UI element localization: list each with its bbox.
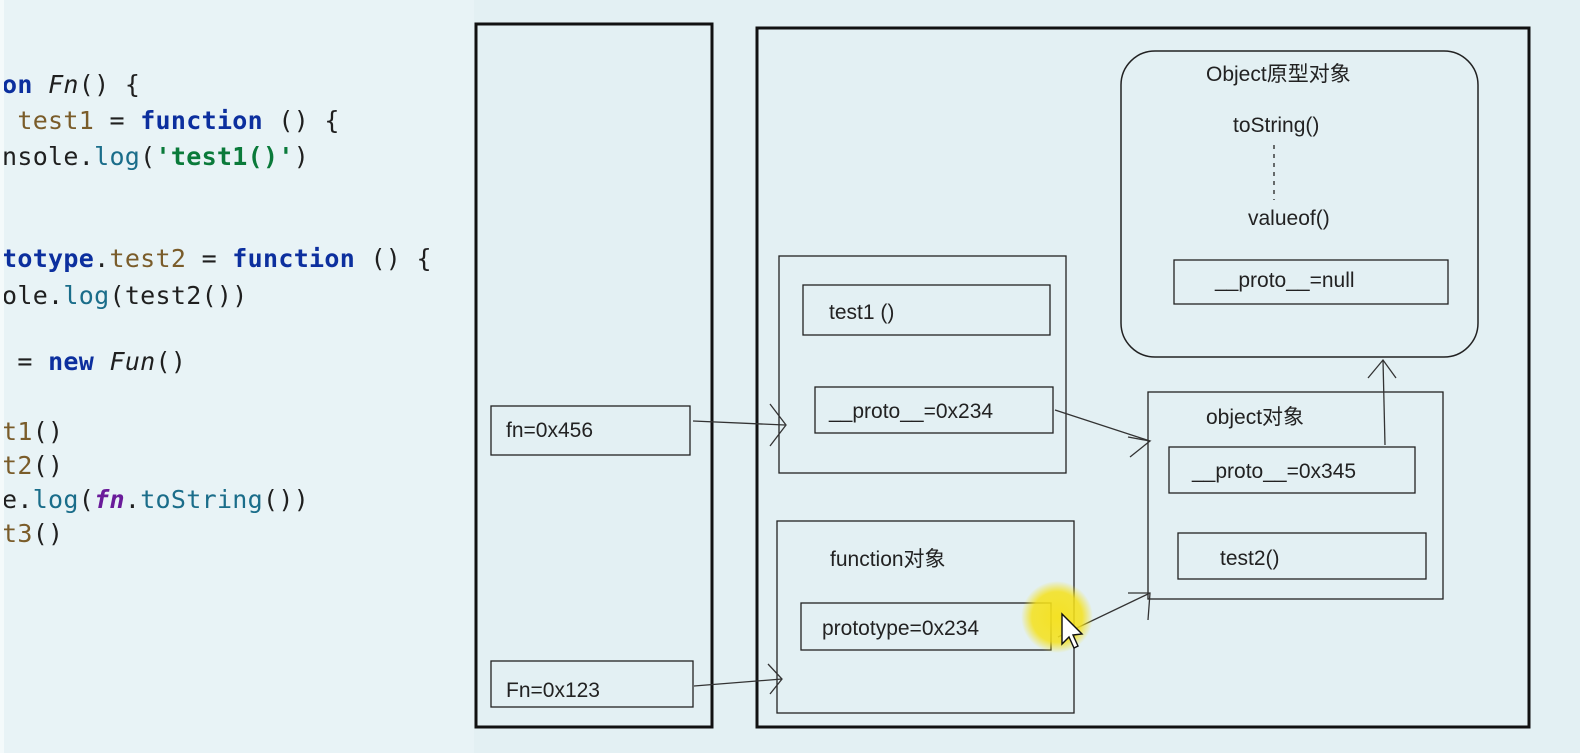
arrow-fn-to-instance (692, 420, 786, 426)
object-prototype-valueof: valueof() (1248, 207, 1330, 230)
stack-var-Fn: Fn=0x123 (490, 660, 694, 708)
code-line-2: test1 = function () { (17, 106, 340, 135)
instance-proto: __proto__=0x234 (828, 400, 993, 423)
arrow-object-to-Object-prototype (1382, 359, 1386, 446)
code-line-10: t3() (2, 519, 64, 548)
arrow-object-to-Object-prototype-head (1367, 358, 1397, 379)
stack-var-fn: fn=0x456 (490, 405, 691, 456)
function-object-title: function对象 (830, 548, 946, 571)
code-line-4: totype.test2 = function () { (2, 244, 432, 273)
code-line-7: t1() (2, 417, 64, 446)
prototype-object: object对象 __proto__=0x345 test2() (1147, 391, 1444, 600)
heap-panel (755, 26, 1531, 729)
arrow-instance-proto-to-object (1054, 409, 1151, 442)
arrow-Fn-to-function (693, 678, 783, 687)
code-editor: on Fn() { test1 = function () { nsole.lo… (0, 0, 474, 753)
stack-var-fn-label: fn=0x456 (506, 419, 593, 442)
code-line-8: t2() (2, 451, 64, 480)
stack-panel (474, 22, 714, 729)
cursor-highlight (1021, 581, 1093, 653)
prototype-object-method-test2: test2() (1220, 547, 1280, 570)
instance-method-test1: test1 () (829, 301, 894, 324)
instance-object: test1 () __proto__=0x234 (778, 255, 1067, 474)
code-line-6: = new Fun() (2, 347, 187, 376)
arrow-function-prototype-head (1128, 592, 1151, 621)
prototype-object-title: object对象 (1206, 406, 1304, 429)
code-line-5: ole.log(test2()) (2, 281, 248, 310)
code-line-3: nsole.log('test1()') (2, 142, 310, 171)
function-object-prototype: prototype=0x234 (822, 617, 979, 640)
arrow-Fn-to-function-head (767, 663, 783, 695)
object-prototype-proto-null: __proto__=null (1214, 269, 1355, 292)
stack-var-Fn-label: Fn=0x123 (506, 679, 600, 702)
code-line-9: e.log(fn.toString()) (2, 485, 310, 514)
mouse-pointer-icon (1061, 612, 1084, 649)
arrow-instance-proto-head (1127, 436, 1152, 458)
prototype-object-proto: __proto__=0x345 (1191, 460, 1356, 483)
object-prototype-title: Object原型对象 (1206, 63, 1351, 86)
code-line-1: on Fn() { (2, 70, 141, 99)
object-prototype: Object原型对象 toString() valueof() __proto_… (1120, 50, 1479, 358)
object-prototype-tostring: toString() (1233, 114, 1319, 137)
arrow-fn-to-instance-head (769, 403, 787, 447)
function-object: function对象 prototype=0x234 (776, 520, 1075, 714)
